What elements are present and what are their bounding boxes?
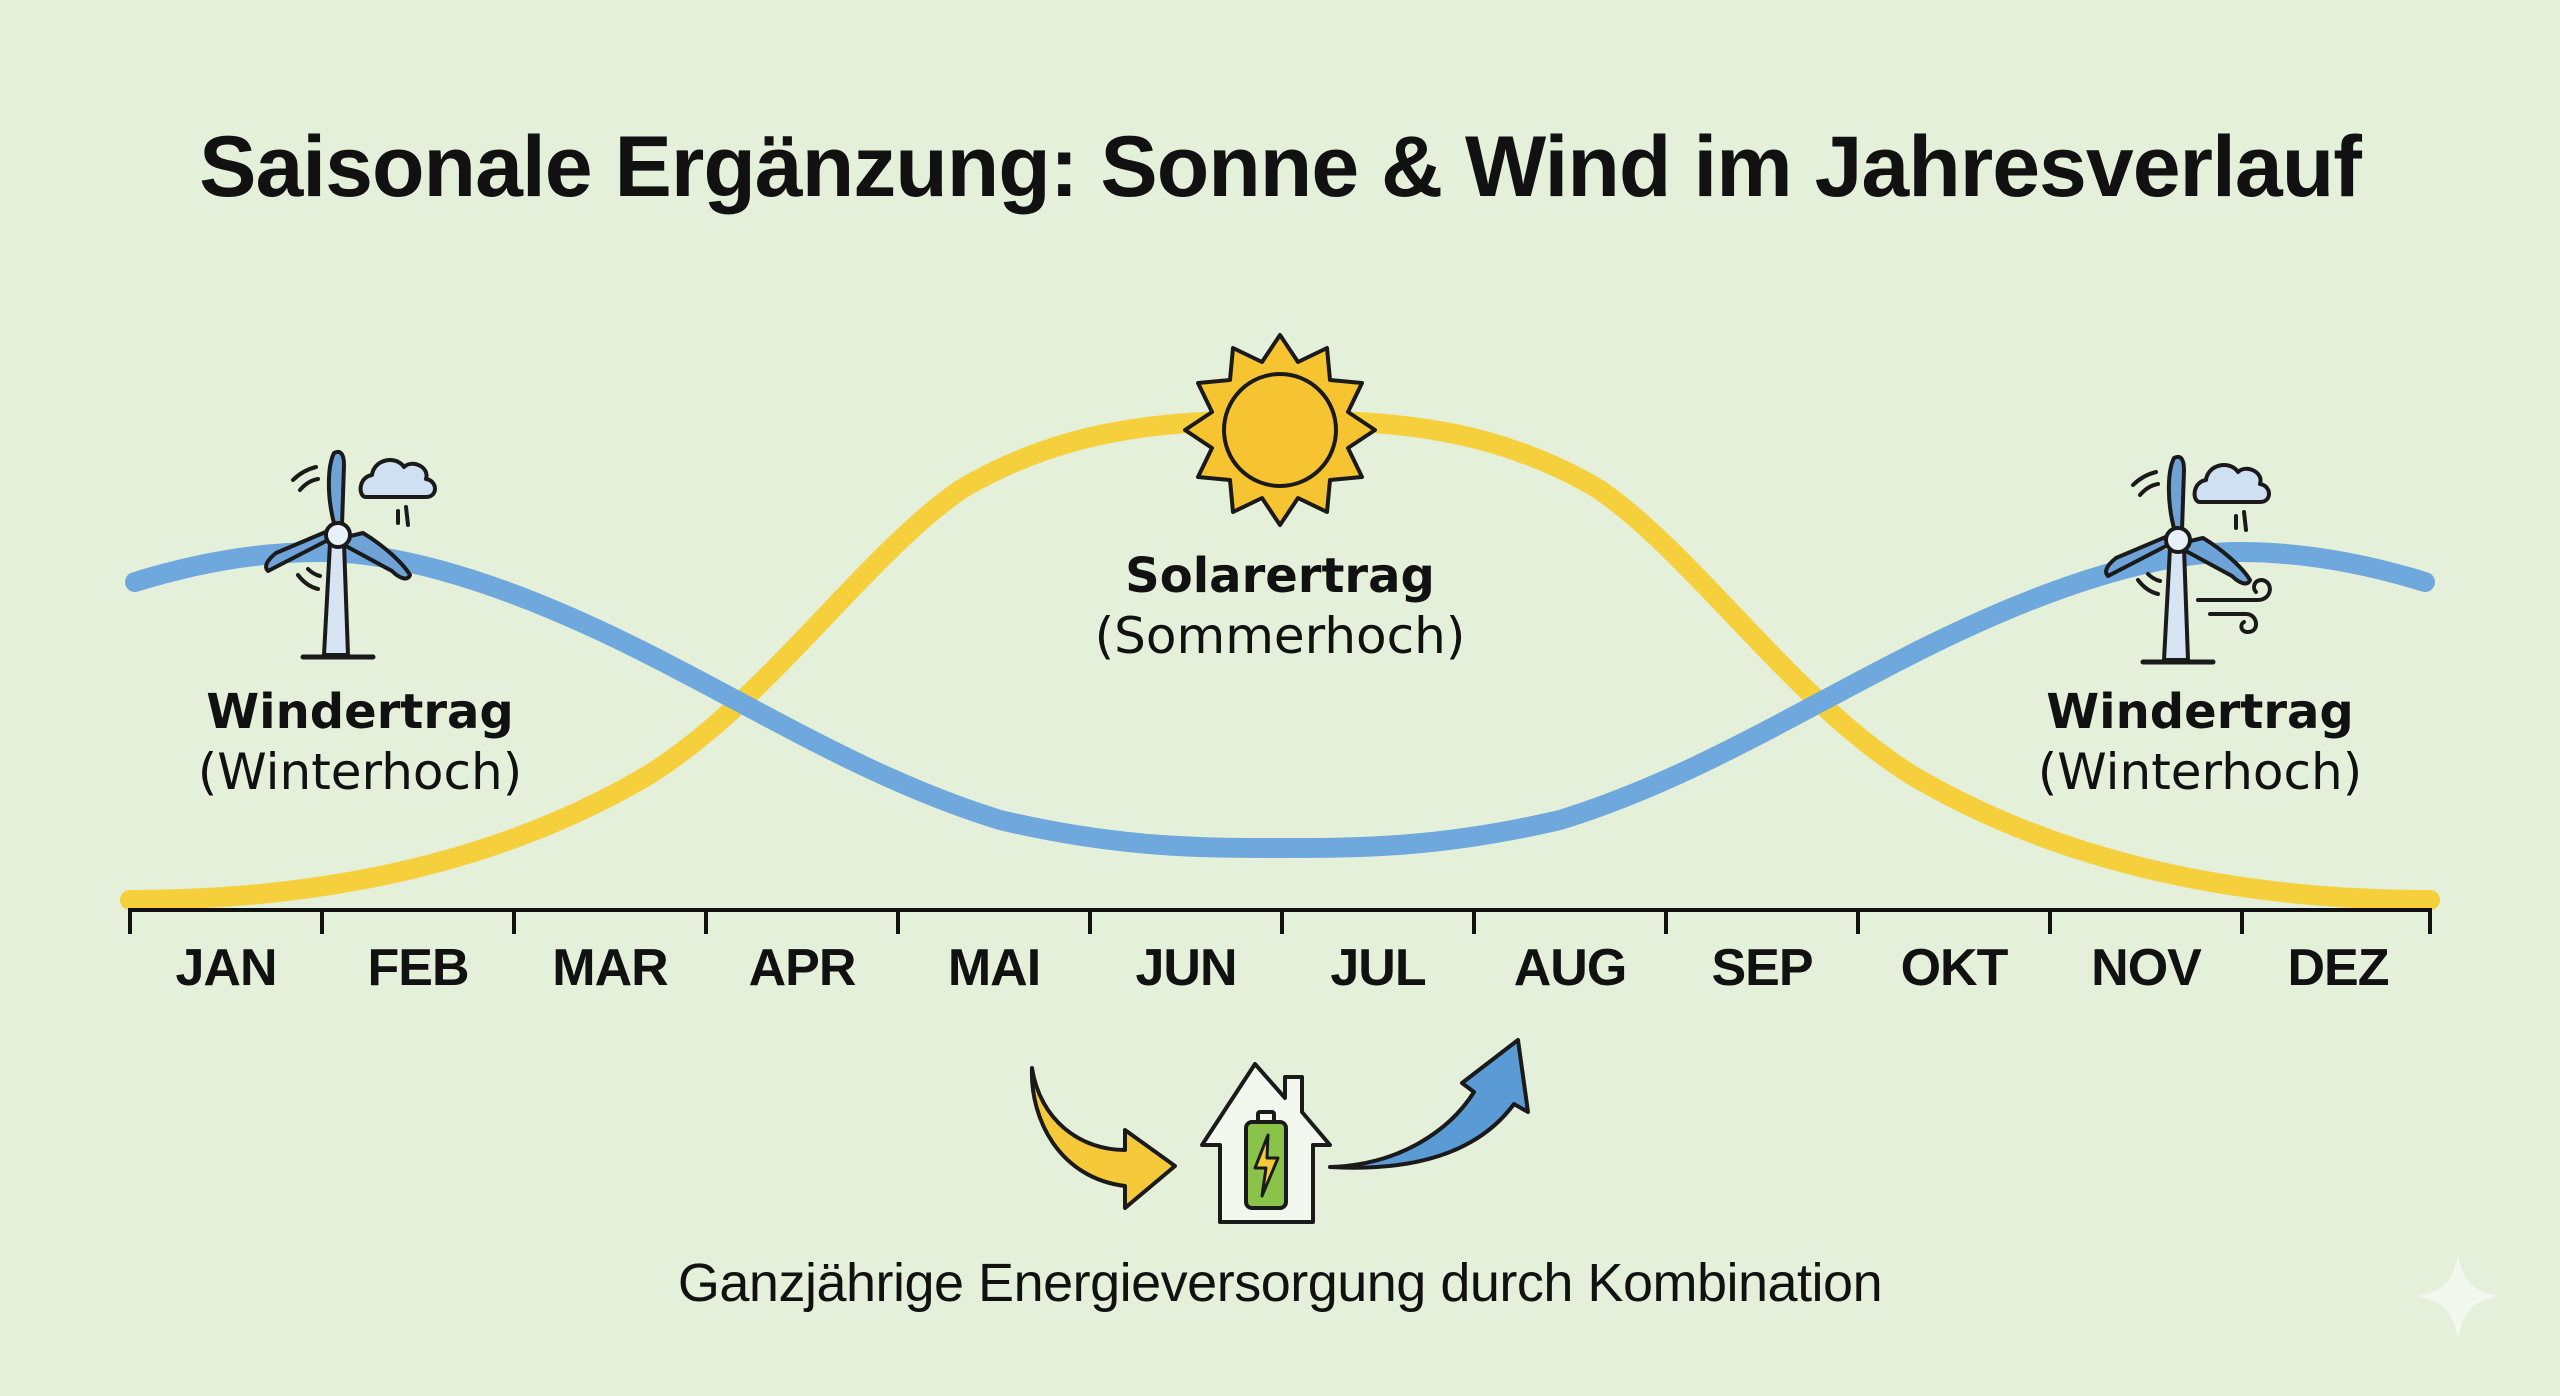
page-title: Saisonale Ergänzung: Sonne & Wind im Jah… — [199, 119, 2362, 215]
house-with-battery-icon — [1200, 1062, 1332, 1224]
month-mai: MAI — [947, 939, 1041, 997]
wind-left-label: Windertrag (Winterhoch) — [170, 684, 550, 802]
wind-right-title: Windertrag — [2046, 684, 2354, 740]
month-aug: AUG — [1513, 939, 1628, 997]
wind-turbine-with-cloud-icon — [264, 449, 437, 660]
month-okt: OKT — [1900, 939, 2009, 997]
month-dez: DEZ — [2287, 939, 2390, 997]
solar-subtitle: (Sommerhoch) — [1094, 606, 1466, 665]
month-jun: JUN — [1135, 939, 1237, 997]
solar-label: Solarertrag (Sommerhoch) — [1080, 548, 1480, 666]
month-apr: APR — [748, 939, 857, 997]
wind-left-subtitle: (Winterhoch) — [197, 742, 523, 801]
month-jan: JAN — [175, 939, 277, 997]
sun-icon — [1183, 333, 1377, 527]
month-sep: SEP — [1711, 939, 1813, 997]
month-feb: FEB — [367, 939, 470, 997]
curved-arrow-in-icon — [1029, 1066, 1177, 1210]
wind-right-label: Windertrag (Winterhoch) — [2010, 684, 2390, 802]
month-mar: MAR — [552, 939, 668, 997]
wind-left-title: Windertrag — [206, 684, 514, 740]
wind-turbine-with-cloud-and-gust-icon — [2104, 454, 2272, 665]
wind-curve — [125, 541, 2435, 859]
month-jul: JUL — [1330, 939, 1426, 997]
curved-arrow-out-icon — [1328, 1038, 1530, 1170]
wind-right-subtitle: (Winterhoch) — [2037, 742, 2363, 801]
sparkle-icon — [2416, 1253, 2500, 1340]
caption: Ganzjährige Energieversorgung durch Komb… — [677, 1253, 1883, 1313]
month-nov: NOV — [2091, 939, 2202, 997]
solar-title: Solarertrag — [1125, 548, 1435, 604]
x-axis — [128, 908, 2432, 934]
